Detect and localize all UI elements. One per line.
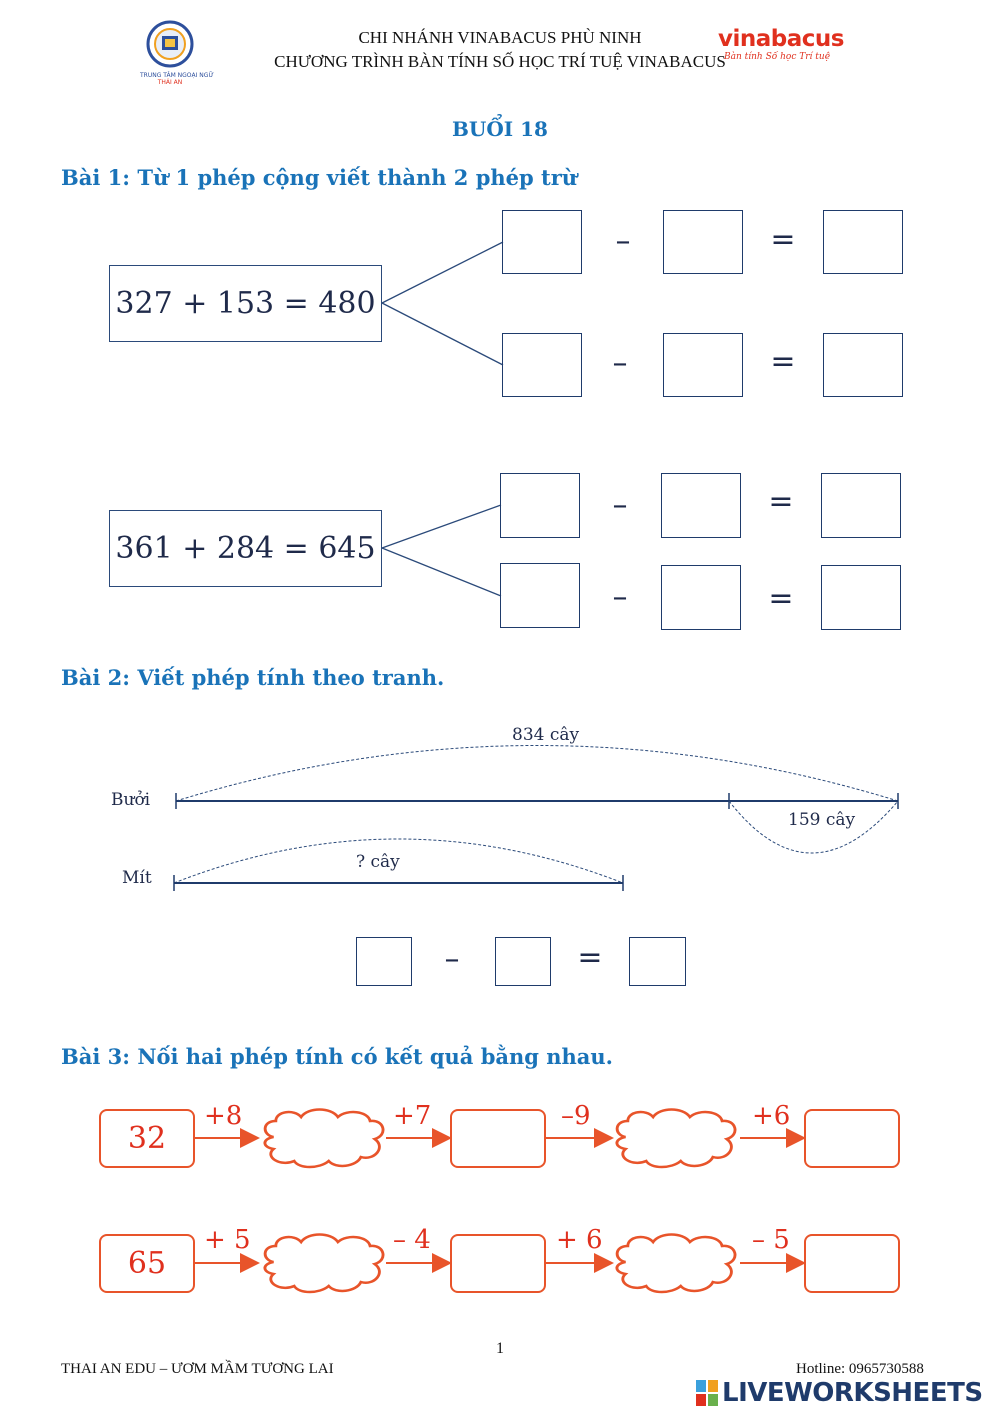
minus-sign: – — [612, 580, 628, 615]
total-label: 834 cây — [512, 725, 580, 745]
answer-box[interactable] — [500, 473, 580, 538]
answer-box[interactable] — [502, 333, 582, 397]
operation-label: +7 — [393, 1101, 432, 1131]
bai2-heading: Bài 2: Viết phép tính theo tranh. — [61, 665, 445, 690]
answer-box[interactable] — [823, 333, 903, 397]
answer-box[interactable] — [661, 565, 741, 630]
operation-label: +8 — [204, 1101, 243, 1131]
answer-box[interactable] — [495, 937, 551, 986]
bai1-heading: Bài 1: Từ 1 phép cộng viết thành 2 phép … — [61, 165, 578, 190]
equals-sign: = — [577, 940, 603, 975]
row-label-mit: Mít — [122, 868, 152, 888]
chain-start-box: 32 — [99, 1109, 195, 1168]
footer-left: THAI AN EDU – ƯƠM MẦM TƯƠNG LAI — [61, 1361, 334, 1377]
header-line-2: CHƯƠNG TRÌNH BÀN TÍNH SỐ HỌC TRÍ TUỆ VIN… — [274, 52, 726, 71]
minus-sign: – — [612, 488, 628, 523]
right-logo: vinabacus Bàn tính Số học Trí tuệ — [718, 26, 858, 72]
answer-box[interactable] — [663, 210, 743, 274]
liveworksheets-brand: LIVEWORKSHEETS — [696, 1378, 983, 1408]
bai1-branch-lines — [381, 241, 504, 597]
row-label-buoi: Bưởi — [111, 790, 151, 810]
operation-label: +6 — [752, 1101, 791, 1131]
answer-box[interactable] — [821, 565, 901, 630]
answer-box[interactable] — [821, 473, 901, 538]
footer-right: Hotline: 0965730588 — [796, 1361, 924, 1377]
answer-box[interactable] — [629, 937, 686, 986]
answer-box[interactable] — [661, 473, 741, 538]
liveworksheets-wordmark: LIVEWORKSHEETS — [722, 1378, 983, 1408]
minus-sign: – — [612, 346, 628, 381]
equals-sign: = — [770, 344, 796, 379]
left-logo: TRUNG TÂM NGOẠI NGỮ THÁI AN — [140, 20, 214, 86]
operation-label: + 5 — [204, 1225, 251, 1255]
operation-label: + 6 — [556, 1225, 603, 1255]
bai2-segment-diagram — [173, 745, 899, 891]
right-logo-wordmark: vinabacus — [718, 26, 844, 52]
chain-start-box: 65 — [99, 1234, 195, 1293]
equals-sign: = — [770, 222, 796, 257]
bai1-equation-2: 361 + 284 = 645 — [109, 510, 382, 587]
answer-box[interactable] — [500, 563, 580, 628]
answer-box[interactable] — [450, 1234, 546, 1293]
answer-box[interactable] — [450, 1109, 546, 1168]
answer-box[interactable] — [356, 937, 412, 986]
operation-label: –9 — [561, 1101, 591, 1131]
left-logo-sub: THÁI AN — [157, 79, 183, 86]
equals-sign: = — [768, 581, 794, 616]
answer-box[interactable] — [804, 1109, 900, 1168]
lesson-title: BUỔI 18 — [452, 117, 548, 141]
operation-label: – 4 — [393, 1225, 431, 1255]
minus-sign: – — [615, 224, 631, 259]
answer-box[interactable] — [663, 333, 743, 397]
page-number: 1 — [496, 1340, 504, 1357]
answer-box[interactable] — [502, 210, 582, 274]
bai3-heading: Bài 3: Nối hai phép tính có kết quả bằng… — [61, 1044, 613, 1069]
answer-box[interactable] — [823, 210, 903, 274]
equals-sign: = — [768, 484, 794, 519]
liveworksheets-logo-icon — [696, 1380, 718, 1406]
header-line-1: CHI NHÁNH VINABACUS PHÙ NINH — [358, 28, 642, 47]
bai3-chains — [194, 1108, 806, 1294]
school-crest-icon — [146, 20, 194, 68]
minus-sign: – — [444, 942, 460, 977]
bai1-equation-1: 327 + 153 = 480 — [109, 265, 382, 342]
question-label: ? cây — [356, 852, 400, 872]
difference-label: 159 cây — [788, 810, 856, 830]
left-logo-text: TRUNG TÂM NGOẠI NGỮ — [140, 72, 214, 79]
operation-label: – 5 — [752, 1225, 790, 1255]
right-logo-tagline: Bàn tính Số học Trí tuệ — [724, 52, 831, 62]
answer-box[interactable] — [804, 1234, 900, 1293]
